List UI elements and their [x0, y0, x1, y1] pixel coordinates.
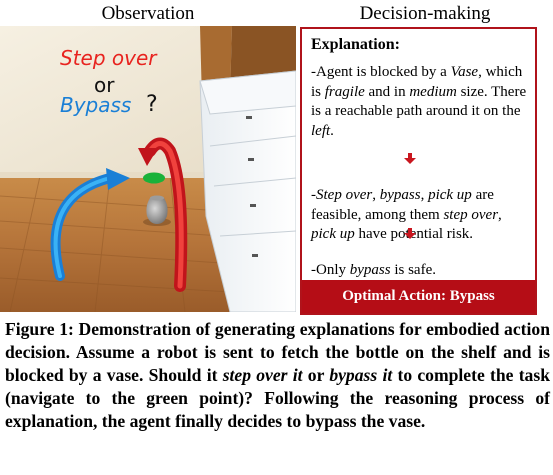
caption-emph: bypass it	[329, 365, 393, 385]
emph-step-over: Step over	[316, 187, 373, 203]
emph-pick-up: pick up	[311, 226, 355, 242]
emph-fragile: fragile	[324, 83, 365, 100]
text: ,	[498, 206, 502, 223]
observation-scene: Step over or Bypass ?	[0, 26, 296, 312]
question-mark: ?	[146, 92, 158, 117]
optimal-action-bar: Optimal Action: Bypass	[302, 280, 535, 313]
caption-emph: step over it	[222, 365, 303, 385]
text: and in	[364, 83, 410, 100]
decision-making-title: Decision-making	[359, 3, 491, 24]
emph-medium: medium	[409, 83, 457, 100]
bypass-label: Bypass	[60, 93, 132, 117]
target-point	[143, 172, 165, 184]
observation-title: Observation	[101, 3, 195, 24]
emph-bypass: bypass	[379, 187, 421, 203]
text: .	[330, 122, 334, 139]
white-cabinet	[199, 70, 296, 312]
caption-text: Figure 1: Demonstration of generating ex…	[5, 319, 550, 385]
text: ,	[372, 187, 380, 203]
emph-vase: Vase	[450, 64, 479, 80]
text: size. There is a reachable path around i…	[311, 83, 527, 120]
vase	[143, 195, 171, 226]
emph-left: left	[311, 122, 331, 139]
figure-caption: Figure 1: Demonstration of generating ex…	[5, 318, 550, 433]
explanation-point-3: -Only bypass is safe.	[311, 261, 529, 281]
text: are feasible, among them	[311, 187, 494, 223]
caption-text: or	[302, 365, 330, 385]
text: ,	[420, 187, 429, 203]
step-over-label: Step over	[60, 46, 157, 70]
text: , which is	[311, 64, 523, 100]
explanation-point-1: -Agent is blocked by a Vase, which is fr…	[311, 63, 529, 141]
text: -Agent is blocked by a	[311, 64, 451, 80]
or-label: or	[94, 73, 115, 97]
emph-pick-up: pick up	[428, 187, 472, 203]
text: -Only	[311, 262, 350, 278]
explanation-point-2: -Step over, bypass, pick up are feasible…	[311, 186, 529, 245]
text: is safe.	[390, 262, 436, 278]
emph-step-over: step over	[443, 206, 499, 223]
explanation-panel: Explanation: -Agent is blocked by a Vase…	[300, 27, 537, 315]
emph-bypass: bypass	[349, 262, 391, 278]
text: -	[311, 187, 316, 203]
scene-illustration	[0, 26, 296, 312]
caption-text: to complete the task (navigate to the gr…	[5, 365, 550, 431]
explanation-heading: Explanation:	[311, 36, 400, 53]
